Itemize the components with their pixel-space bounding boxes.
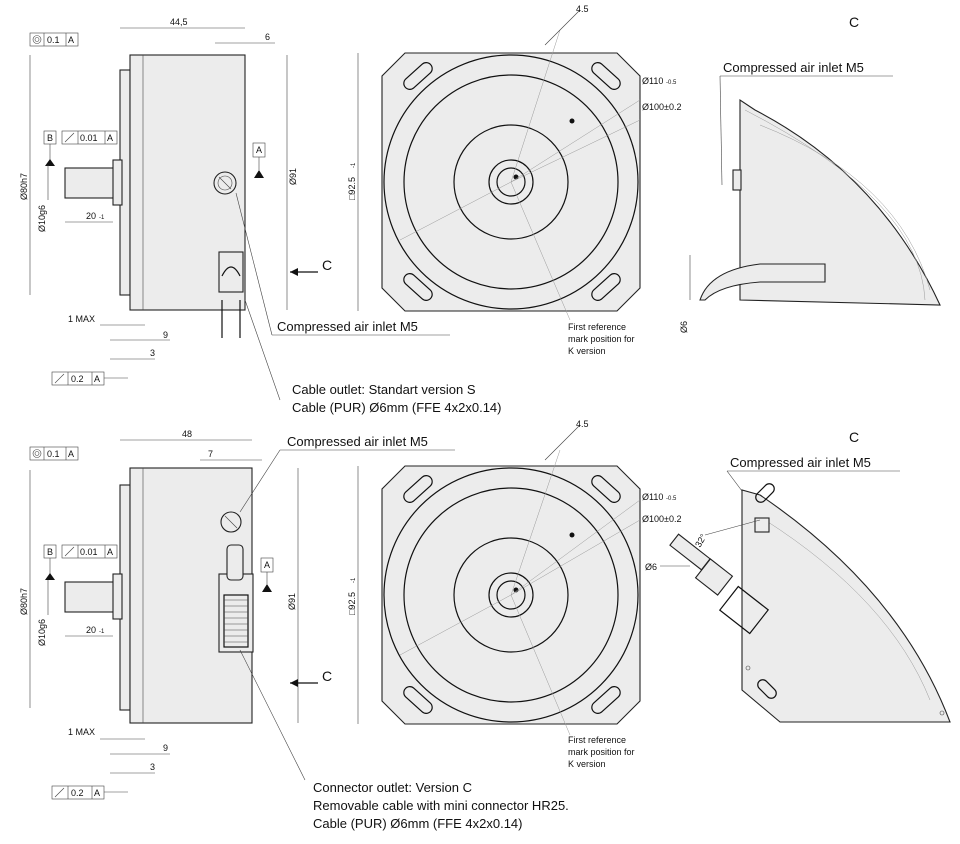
connector-caption-line1: Connector outlet: Version C xyxy=(313,780,472,795)
compressed-air-top-c: Compressed air inlet M5 xyxy=(723,60,864,75)
runout-datum: A xyxy=(107,133,113,143)
dim-4-5-top: 4.5 xyxy=(576,4,589,14)
standard-version-front-view: 4.5 Ø110 -0.5 Ø100±0.2 □92.5 -1 First re… xyxy=(347,4,681,356)
axial-runout-frame-bottom: 0.2 A xyxy=(51,785,128,800)
compressed-air-callout: Compressed air inlet M5 xyxy=(277,319,418,334)
first-ref-bottom-3: K version xyxy=(568,759,606,769)
runout-tolerance-frame-bottom: B 0.01 A xyxy=(43,544,118,580)
runout-value-bottom: 0.01 xyxy=(80,547,98,557)
runout-tolerance-frame: B 0.01 A xyxy=(43,130,118,166)
standard-version-view-c: C Compressed air inlet M5 Ø6 xyxy=(679,14,941,333)
dia-100-top: Ø100±0.2 xyxy=(642,102,681,112)
connector-knurl xyxy=(223,594,249,648)
concentricity-value-bottom: 0.1 xyxy=(47,449,60,459)
connector-caption-line3: Cable (PUR) Ø6mm (FFE 4x2x0.14) xyxy=(313,816,523,831)
dim-20-tol: -1 xyxy=(99,215,105,221)
dim-7: 7 xyxy=(208,449,213,459)
axial-runout-frame: 0.2 A xyxy=(51,371,128,386)
concentricity-tolerance-frame: 0.1 A xyxy=(29,32,79,47)
concentricity-tolerance-frame-bottom: 0.1 A xyxy=(29,446,79,461)
concentricity-value: 0.1 xyxy=(47,35,60,45)
concentricity-datum-bottom: A xyxy=(68,449,74,459)
dia-10g6-label-bottom: Ø10g6 xyxy=(37,619,47,646)
square-92-5-top: □92.5 xyxy=(347,177,357,200)
connector-version-side-view: 0.1 A B 0.01 A Ø80h7 Ø10g6 xyxy=(19,429,569,831)
connector-version-view-c: C Compressed air inlet M5 32° Ø6 xyxy=(645,429,951,723)
one-max-label: 1 MAX xyxy=(68,314,95,324)
axial-runout-datum: A xyxy=(94,374,100,384)
compressed-air-callout-bottom: Compressed air inlet M5 xyxy=(287,434,428,449)
view-arrow-c: C xyxy=(322,257,332,273)
dim-3: 3 xyxy=(150,348,155,358)
connector-version-front-view: 4.5 Ø110 -0.5 Ø100±0.2 □92.5 -1 First re… xyxy=(347,419,681,769)
datum-b-label-bottom: B xyxy=(47,547,53,557)
dim-44-5: 44,5 xyxy=(170,17,188,27)
dim-20: 20 xyxy=(86,211,96,221)
standard-caption-line2: Cable (PUR) Ø6mm (FFE 4x2x0.14) xyxy=(292,400,502,415)
dim-4-5-bottom: 4.5 xyxy=(576,419,589,429)
dia-10g6-label: Ø10g6 xyxy=(37,205,47,232)
first-ref-top-2: mark position for xyxy=(568,334,635,344)
datum-a-label: A xyxy=(256,145,262,155)
dia-6-bottom: Ø6 xyxy=(645,562,657,572)
standard-version-side-view: 0.1 A B 0.01 A Ø80h7 Ø10g6 xyxy=(19,17,502,415)
dia-80h7-label-bottom: Ø80h7 xyxy=(19,588,29,615)
standard-caption-line1: Cable outlet: Standart version S xyxy=(292,382,476,397)
dim-20-tol-bottom: -1 xyxy=(99,629,105,635)
dim-3-bottom: 3 xyxy=(150,762,155,772)
dim-9-bottom: 9 xyxy=(163,743,168,753)
square-tol-top: -1 xyxy=(351,162,357,168)
dia-110-top: Ø110 xyxy=(642,76,663,86)
concentricity-datum: A xyxy=(68,35,74,45)
dia-110-bottom: Ø110 xyxy=(642,492,663,502)
runout-value: 0.01 xyxy=(80,133,98,143)
dia-110-tol-bottom: -0.5 xyxy=(666,496,677,502)
axial-runout-value: 0.2 xyxy=(71,374,84,384)
square-92-5-bottom: □92.5 xyxy=(347,592,357,615)
dia-91-label: Ø91 xyxy=(288,168,298,185)
runout-datum-bottom: A xyxy=(107,547,113,557)
view-c-title-bottom: C xyxy=(849,429,859,445)
square-tol-bottom: -1 xyxy=(351,577,357,583)
angled-connector xyxy=(669,533,770,635)
connector-caption-line2: Removable cable with mini connector HR25… xyxy=(313,798,569,813)
first-ref-top-3: K version xyxy=(568,346,606,356)
axial-runout-datum-bottom: A xyxy=(94,788,100,798)
dia-100-bottom: Ø100±0.2 xyxy=(642,514,681,524)
dia-110-tol-top: -0.5 xyxy=(666,80,677,86)
dim-20-bottom: 20 xyxy=(86,625,96,635)
one-max-label-bottom: 1 MAX xyxy=(68,727,95,737)
dim-9: 9 xyxy=(163,330,168,340)
compressed-air-bottom-c: Compressed air inlet M5 xyxy=(730,455,871,470)
first-ref-bottom-2: mark position for xyxy=(568,747,635,757)
dia-80h7-label: Ø80h7 xyxy=(19,173,29,200)
dim-48: 48 xyxy=(182,429,192,439)
first-ref-bottom-1: First reference xyxy=(568,735,626,745)
datum-b-label: B xyxy=(47,133,53,143)
dia-6-top: Ø6 xyxy=(679,321,689,333)
view-c-title-top: C xyxy=(849,14,859,30)
first-ref-top-1: First reference xyxy=(568,322,626,332)
view-arrow-c-bottom: C xyxy=(322,668,332,684)
datum-a-label-bottom: A xyxy=(264,560,270,570)
dia-91-label-bottom: Ø91 xyxy=(287,593,297,610)
axial-runout-value-bottom: 0.2 xyxy=(71,788,84,798)
dim-6: 6 xyxy=(265,32,270,42)
